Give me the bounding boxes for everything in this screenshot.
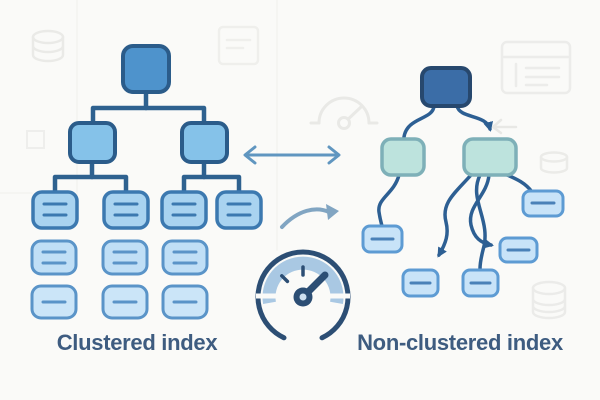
- background-decorations: [26, 25, 572, 320]
- clustered-leaf-row-1: [31, 190, 263, 230]
- curved-arrow-icon: [280, 204, 339, 229]
- clustered-leaf-node: [102, 190, 150, 230]
- clustered-leaf-node: [31, 190, 79, 230]
- pointer-connectors: [377, 104, 534, 271]
- clustered-root-node: [121, 44, 171, 94]
- clustered-leaf-row-2: [30, 239, 209, 276]
- double-headed-arrow-icon: [243, 145, 341, 165]
- clustered-leaf-row-3: [30, 284, 209, 320]
- pointer-line: [455, 104, 494, 132]
- database-icon: [31, 29, 65, 63]
- gauge-dial-arc: [262, 256, 344, 304]
- left-arrow-icon: [491, 118, 518, 135]
- nonclustered-root-node: [420, 66, 472, 108]
- pointer-line: [437, 173, 473, 258]
- speedometer-outline-icon: [309, 96, 379, 130]
- pointer-line: [503, 172, 534, 194]
- index-node: [462, 137, 518, 177]
- clustered-internal-node: [180, 121, 229, 164]
- pointer-line: [474, 173, 487, 271]
- clustered-leaf-node: [215, 190, 263, 230]
- clustered-index-label: Clustered index: [57, 330, 219, 355]
- clustered-internal-node: [68, 121, 117, 164]
- pointer-line: [402, 104, 436, 139]
- small-square-icon: [26, 130, 45, 149]
- pointer-line: [377, 173, 401, 228]
- gauge-outer-arc: [255, 249, 351, 341]
- database-small-icon: [539, 151, 569, 174]
- gauge-tick: [280, 274, 290, 284]
- speedometer-icon: [255, 249, 351, 341]
- document-icon: [217, 25, 260, 66]
- non-clustered-index-label: Non-clustered index: [357, 330, 564, 355]
- clustered-index-tree: [30, 44, 263, 320]
- non-clustered-index-tree: [361, 66, 565, 298]
- clustered-leaf-node: [161, 239, 209, 276]
- database-bottom-icon: [531, 280, 567, 320]
- browser-window-icon: [500, 40, 572, 95]
- data-row-nodes: [361, 189, 565, 298]
- tree-connectors: [52, 89, 242, 195]
- clustered-leaf-node: [160, 190, 208, 230]
- clustered-leaf-node: [101, 239, 149, 276]
- gauge-hub-dot: [299, 293, 307, 301]
- comparison-arrows: [243, 145, 341, 229]
- clustered-leaf-node: [30, 239, 78, 276]
- index-node: [380, 137, 426, 177]
